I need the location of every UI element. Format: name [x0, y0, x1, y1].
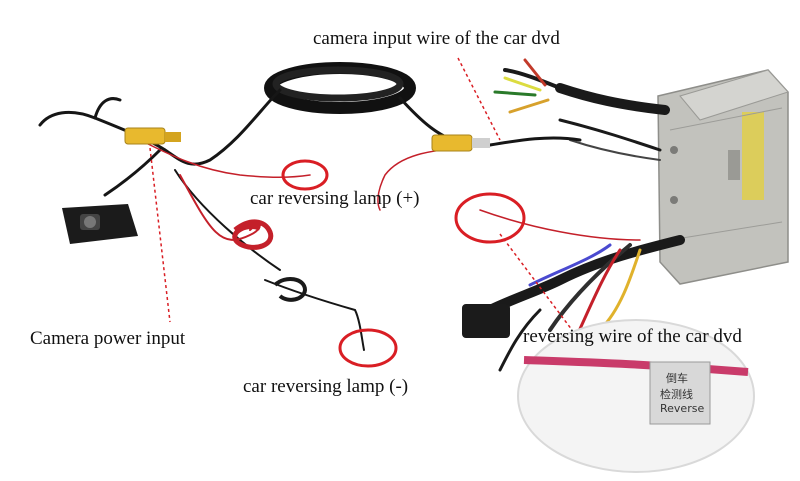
rca-connector-left — [124, 127, 181, 145]
camera-body — [62, 204, 138, 244]
highlight-lamp-plus — [281, 159, 329, 191]
label-reversing-wire: reversing wire of the car dvd — [523, 326, 742, 347]
harness-plug — [462, 304, 510, 338]
label-camera-input-wire: camera input wire of the car dvd — [313, 28, 560, 49]
label-reversing-lamp-plus: car reversing lamp (+) — [250, 188, 420, 209]
dvd-top-harness — [493, 58, 670, 161]
highlight-reverse — [454, 192, 526, 244]
label-camera-power-input: Camera power input — [30, 328, 186, 349]
tag-line-1: 倒车 — [666, 372, 688, 385]
reverse-wire-zoom — [517, 319, 755, 473]
highlight-circles — [281, 159, 526, 368]
black-coil — [273, 277, 308, 302]
cable-coil — [264, 62, 416, 114]
tag-line-3: Reverse — [660, 402, 705, 415]
rca-connector-middle — [431, 134, 490, 152]
tag-line-2: 检测线 — [660, 388, 693, 401]
red-coil — [232, 219, 274, 250]
highlight-lamp-minus — [338, 328, 398, 368]
dvd-unit — [657, 69, 789, 285]
leader-lines — [149, 57, 573, 331]
label-reversing-lamp-minus: car reversing lamp (-) — [243, 376, 409, 397]
